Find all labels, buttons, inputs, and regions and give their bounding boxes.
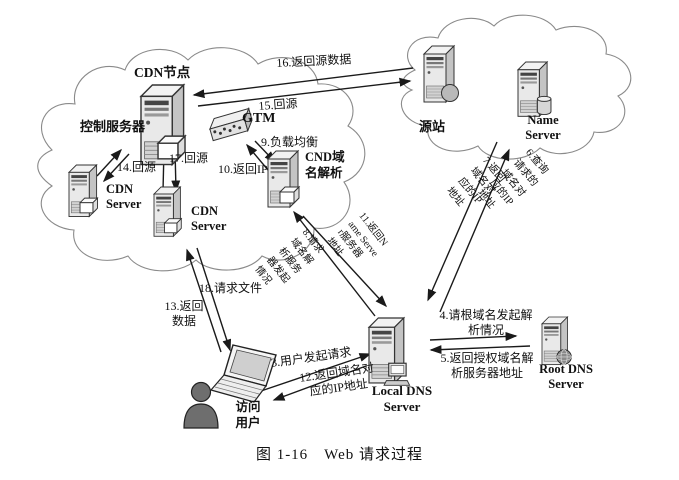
arrow-18-request-file <box>186 248 222 353</box>
arrow-6-query-name-server <box>439 148 510 313</box>
arrow-7-return-from-name <box>427 141 498 302</box>
user-person-icon <box>183 381 219 429</box>
arrows <box>96 67 531 401</box>
label-cdn-server-mid: CDN Server <box>191 204 227 233</box>
cdn-cloud <box>37 47 366 272</box>
local-dns-server-icon <box>368 317 411 386</box>
cdn-server-mid-icon <box>153 186 182 237</box>
label-root-dns-server: Root DNS Server <box>539 362 593 391</box>
label-step-4: 4.请根域名发起解 析情况 <box>439 308 533 337</box>
label-cdn-node: CDN节点 <box>134 65 191 80</box>
origin-server-icon <box>423 45 459 103</box>
label-local-dns-server: Local DNS Server <box>371 383 433 415</box>
label-step-10: 10.返回IP <box>218 162 268 176</box>
arrow-12-return-ip-to-user <box>272 365 367 401</box>
label-step-9: 9.负载均衡 <box>261 135 319 149</box>
arrow-5-from-root-dns <box>429 345 531 355</box>
arrow-15-back-to-origin <box>197 77 412 107</box>
cdn-server-left-icon <box>68 164 98 217</box>
arrow-16-return-origin-data <box>192 67 414 99</box>
label-control-server: 控制服务器 <box>80 119 146 134</box>
label-name-server: Name Server <box>525 113 561 142</box>
arrow-3-user-request <box>257 353 372 393</box>
label-step-13: 13.返回 数据 <box>164 299 204 328</box>
label-gtm: GTM <box>242 111 276 126</box>
label-cnd-dns: CND域 名解析 <box>305 150 345 180</box>
label-step-5: 5.返回授权域名解 析服务器地址 <box>440 351 534 380</box>
label-visiting-user: 访问 用户 <box>235 400 261 431</box>
label-step-14: 14.回源 <box>117 160 157 174</box>
root-dns-server-icon <box>541 316 572 366</box>
arrow-8-request-cnd-dns <box>293 210 376 317</box>
arrow-14-back-up <box>96 148 123 177</box>
label-cdn-server-left: CDN Server <box>106 182 142 211</box>
label-step-15: 15.回源 <box>258 96 298 113</box>
label-step-17: 17.回源 <box>169 151 209 165</box>
origin-cloud <box>400 14 632 160</box>
label-origin-site: 源站 <box>419 119 446 134</box>
figure-caption: 图 1-16 Web 请求过程 <box>255 447 424 463</box>
cnd-dns-server-icon <box>267 150 300 208</box>
arrow-4-to-root-dns <box>429 331 518 341</box>
arrow-14-back-down <box>102 153 130 183</box>
arrow-9-load-balance <box>246 143 269 171</box>
gtm-icon <box>209 107 253 142</box>
arrow-13-return-data <box>196 247 232 352</box>
name-server-icon <box>517 61 552 117</box>
arrow-11-return-name-server <box>302 215 388 308</box>
label-step-18: 18.请求文件 <box>199 281 263 295</box>
laptop-icon <box>209 344 277 403</box>
